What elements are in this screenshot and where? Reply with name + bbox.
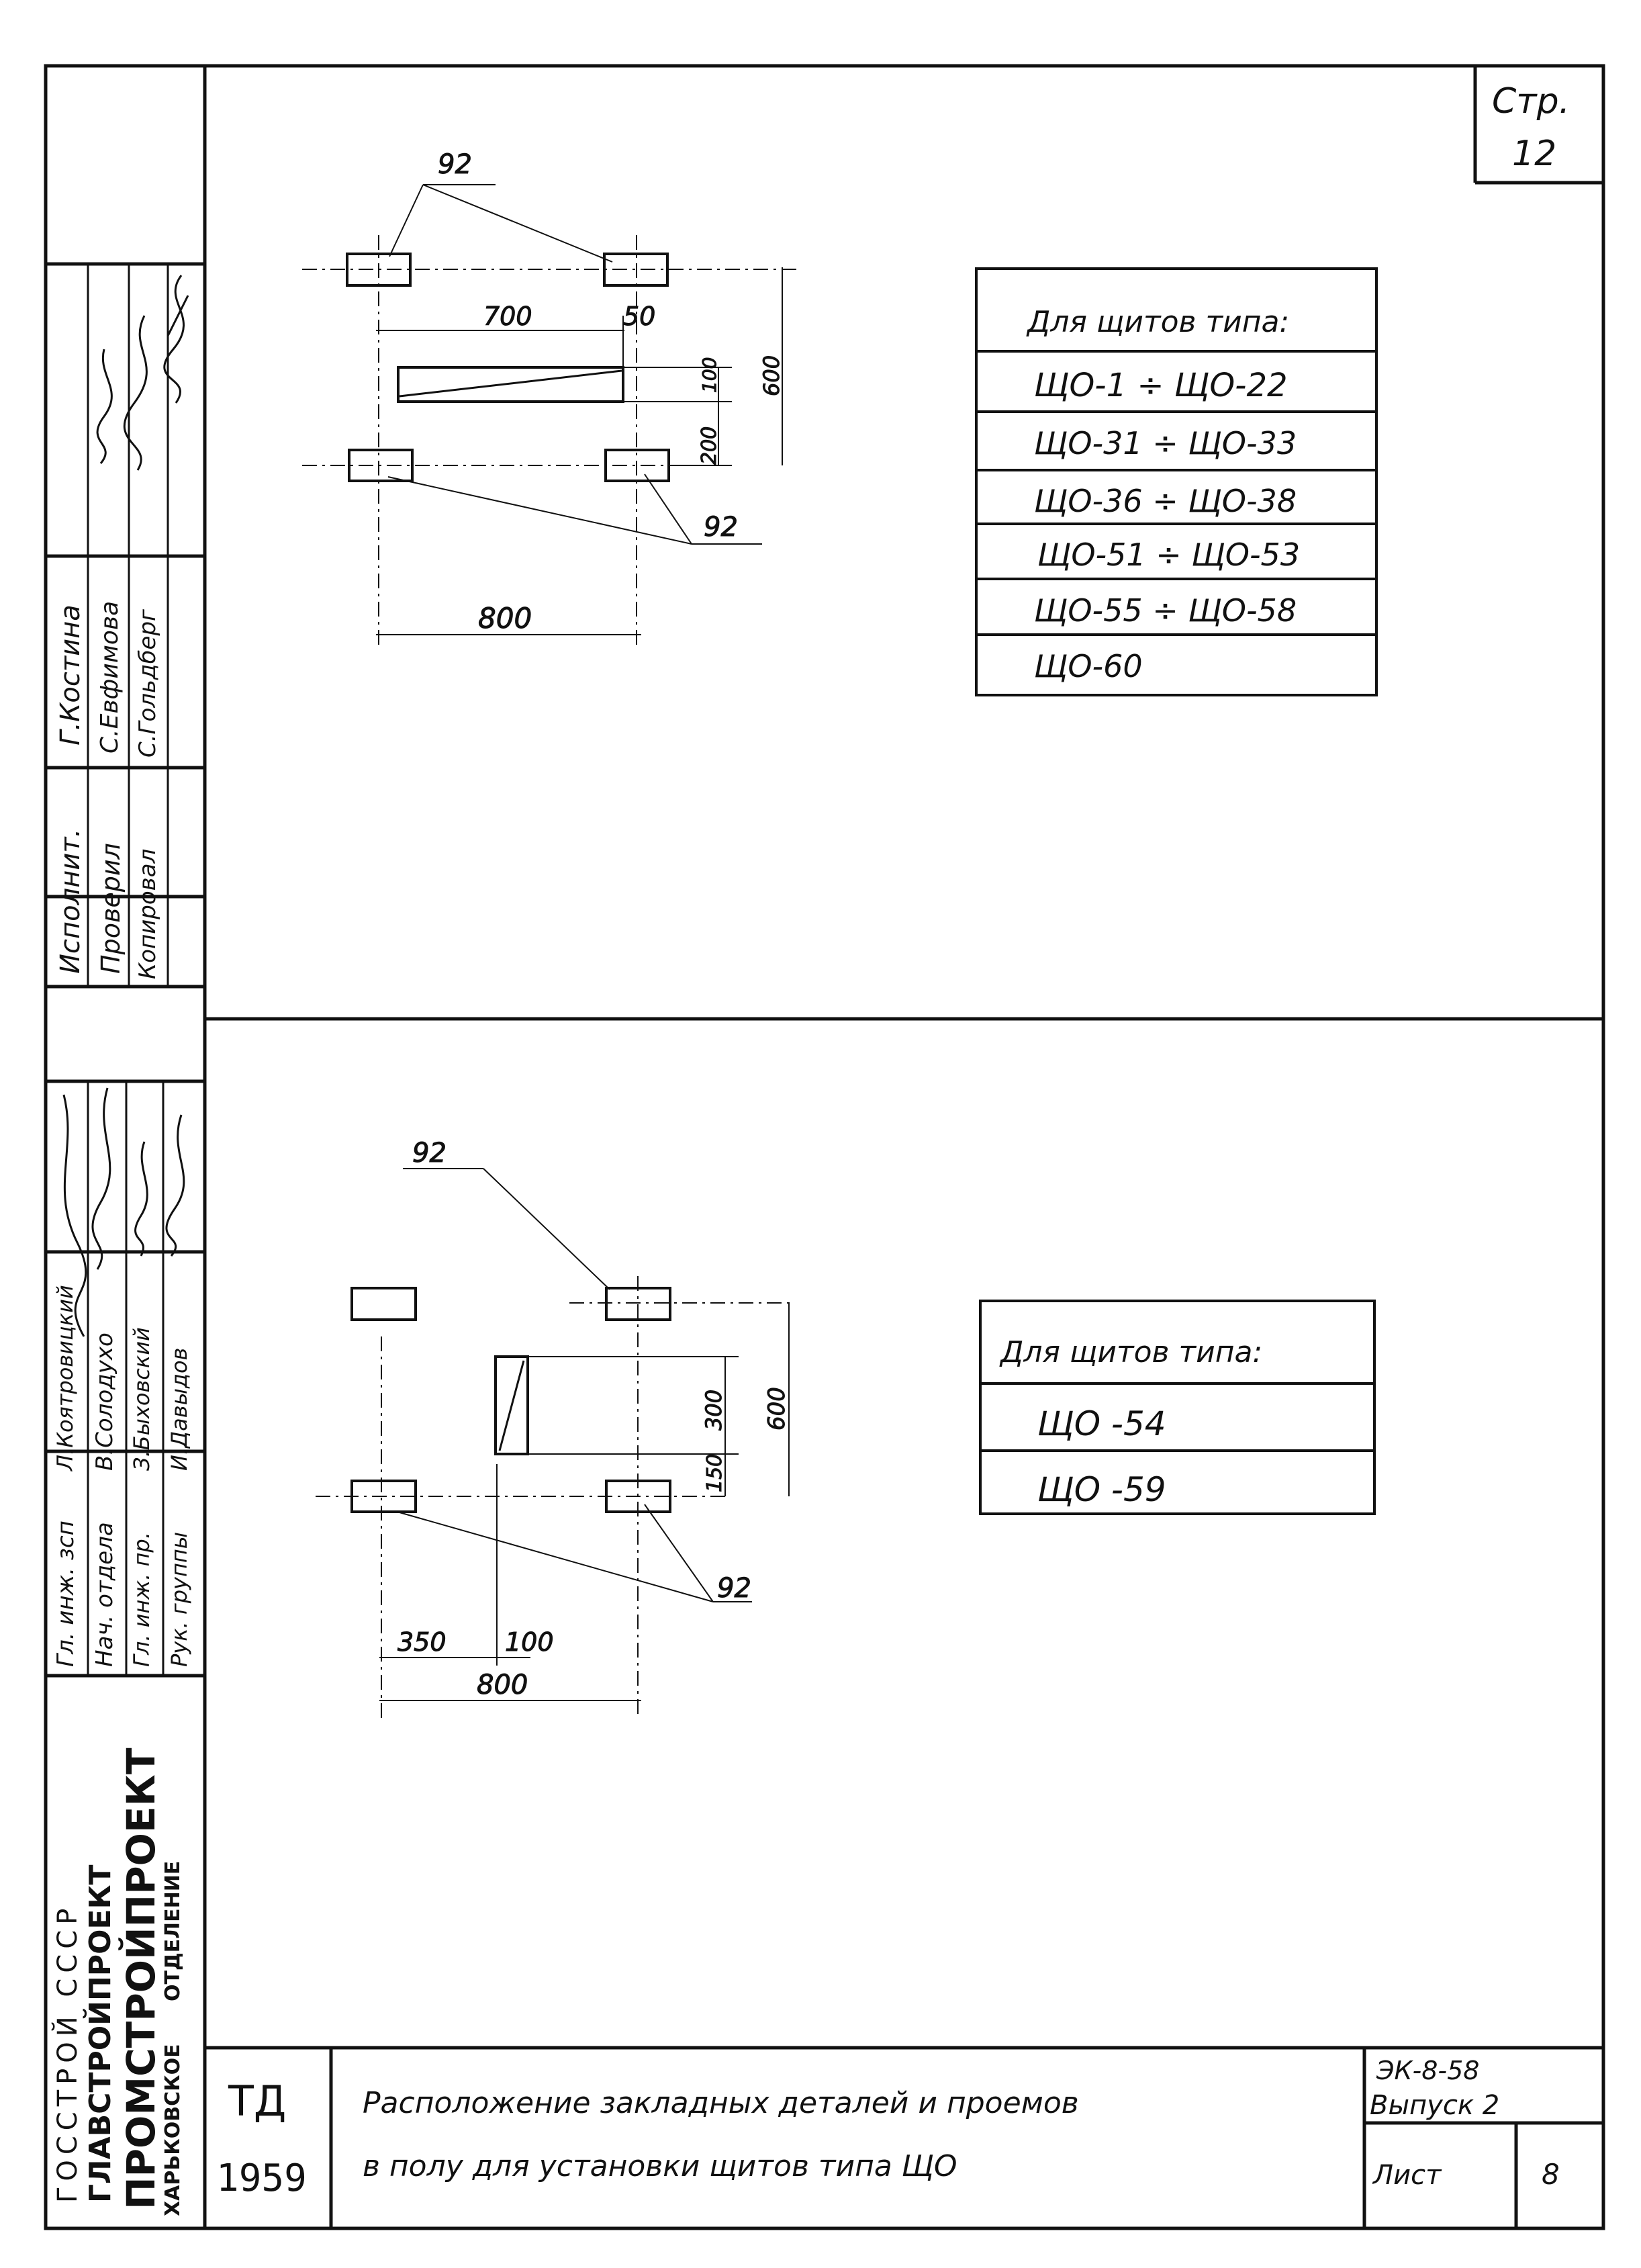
stamp-name: З.Быховский — [129, 1327, 154, 1471]
signatures-1 — [96, 275, 189, 471]
org-line: ПРОМСТРОЙПРОЕКТ — [118, 1748, 164, 2210]
org-line: ОТДЕЛЕНИЕ — [161, 1860, 185, 2001]
svg-text:50: 50 — [623, 302, 655, 331]
stamp-name: С.Евфимова — [96, 600, 124, 754]
panel-type-table-1-text: Для щитов типа: ЩО-1 ÷ ЩО-22 ЩО-31 ÷ ЩО-… — [1026, 305, 1300, 684]
svg-text:92: 92 — [412, 1138, 447, 1169]
svg-text:200: 200 — [698, 426, 721, 465]
org-line: ГЛАВСТРОЙПРОЕКТ — [83, 1864, 118, 2203]
svg-text:350: 350 — [397, 1627, 447, 1657]
table-row: ЩО-31 ÷ ЩО-33 — [1034, 425, 1297, 461]
stamp-name: И.Давыдов — [167, 1347, 192, 1471]
table-row: ЩО-55 ÷ ЩО-58 — [1034, 592, 1297, 629]
embedded-part — [350, 1287, 417, 1321]
stamp-name: Г.Костина — [55, 604, 86, 745]
panel-type-table-2-text: Для щитов типа: ЩО -54 ЩО -59 — [999, 1335, 1262, 1509]
svg-text:600: 600 — [763, 1387, 790, 1431]
layout-drawing-1: 92 700 50 92 800 600 100 200 — [302, 149, 799, 645]
svg-text:100: 100 — [505, 1627, 554, 1657]
org-line: ГОССТРОЙ СССР — [52, 1903, 83, 2203]
org-line: ХАРЬКОВСКОЕ — [161, 2044, 185, 2216]
stamp-name: В.Солодухо — [91, 1332, 118, 1471]
document-code: ЭК-8-58 — [1376, 2056, 1479, 2085]
stamp-role: Гл. инж. пр. — [129, 1532, 154, 1667]
table-row: ЩО -59 — [1037, 1470, 1166, 1509]
stamp-role: Нач. отдела — [91, 1522, 118, 1667]
stamp-role: Проверил — [96, 843, 126, 974]
table-row: ЩО-60 — [1034, 648, 1143, 684]
layout-drawing-2: 92 92 350 100 800 600 300 150 — [316, 1138, 792, 1719]
page-label: Стр. — [1492, 81, 1570, 122]
table-row: ЩО-1 ÷ ЩО-22 — [1034, 367, 1288, 404]
svg-text:700: 700 — [483, 302, 532, 331]
stamp-role: Исполнит. — [55, 828, 86, 974]
table-row: ЩО -54 — [1037, 1404, 1166, 1443]
embedded-part — [348, 449, 414, 482]
svg-text:600: 600 — [759, 355, 784, 396]
svg-text:92: 92 — [438, 149, 472, 180]
sheet-title-line2: в полу для установки щитов типа ЩО — [363, 2149, 957, 2183]
table-header: Для щитов типа: — [999, 1335, 1262, 1369]
table-row: ЩО-51 ÷ ЩО-53 — [1037, 537, 1300, 573]
outer-frame — [44, 64, 1605, 2230]
svg-text:800: 800 — [478, 602, 532, 635]
sheet-number: 8 — [1542, 2158, 1560, 2191]
signatures-2 — [62, 1087, 185, 1337]
floor-opening — [397, 366, 624, 403]
svg-text:150: 150 — [703, 1454, 726, 1492]
sheet-title-line1: Расположение закладных деталей и проемов — [363, 2086, 1079, 2120]
page-number: 12 — [1512, 134, 1556, 174]
floor-opening — [494, 1355, 529, 1455]
year: 1959 — [216, 2157, 307, 2200]
table-header: Для щитов типа: — [1026, 305, 1289, 339]
panel-type-table-2 — [979, 1300, 1376, 1515]
svg-text:800: 800 — [477, 1670, 528, 1700]
issue-number: Выпуск 2 — [1370, 2090, 1499, 2121]
svg-text:100: 100 — [698, 357, 720, 393]
stamp-name: Л.Коятровицкий — [52, 1285, 78, 1471]
table-row: ЩО-36 ÷ ЩО-38 — [1034, 483, 1297, 519]
svg-text:92: 92 — [717, 1573, 751, 1604]
panel-type-table-1 — [975, 267, 1378, 696]
stamp-role: Копировал — [134, 848, 161, 979]
svg-text:92: 92 — [704, 512, 738, 543]
stamp-name: С.Гольдберг — [134, 609, 161, 758]
stamp-role: Гл. инж. зсп — [52, 1521, 79, 1667]
stamp-role: Рук. группы — [167, 1531, 192, 1667]
svg-text:300: 300 — [701, 1390, 726, 1431]
series-code: ТД — [228, 2077, 286, 2126]
sheet-label: Лист — [1372, 2160, 1442, 2191]
